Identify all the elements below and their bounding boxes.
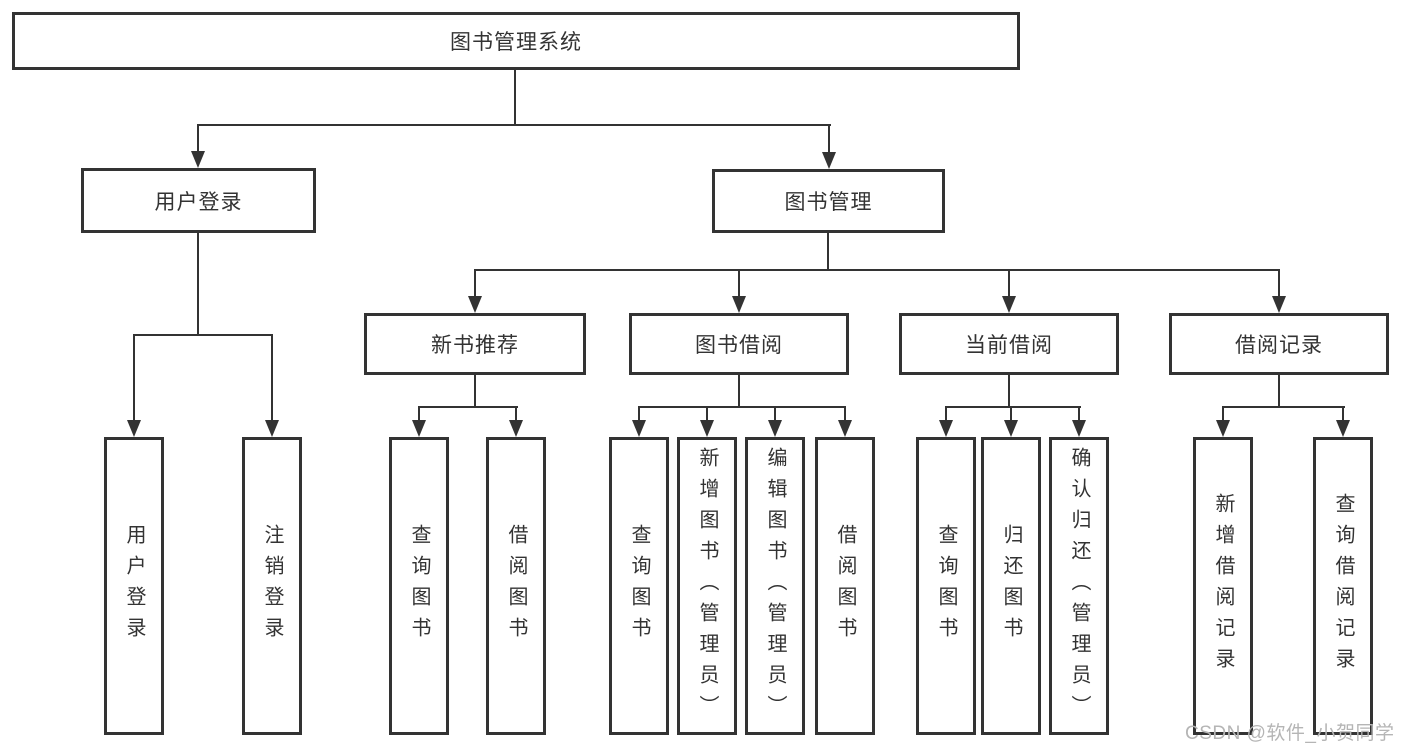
connector-line [197, 124, 199, 154]
connector-line [706, 406, 708, 422]
connector-line [1222, 406, 1224, 422]
node-root-label: 图书管理系统 [450, 31, 582, 54]
leaf-borrow-book-label: 借阅图书 [834, 524, 856, 648]
leaf-confirm-return-admin: 确认归还（管理员） [1049, 437, 1109, 735]
arrow-down-icon [1272, 296, 1286, 313]
leaf-add-borrow-record: 新增借阅记录 [1193, 437, 1253, 735]
arrow-down-icon [1336, 420, 1350, 437]
connector-line [945, 406, 1081, 408]
leaf-add-borrow-record-label: 新增借阅记录 [1212, 493, 1234, 679]
leaf-query-borrow-record: 查询借阅记录 [1313, 437, 1373, 735]
connector-line [774, 406, 776, 422]
connector-line [1008, 269, 1010, 298]
connector-line [844, 406, 846, 422]
arrow-down-icon [468, 296, 482, 313]
leaf-edit-book-admin: 编辑图书（管理员） [745, 437, 805, 735]
leaf-borrow-book-recommend-label: 借阅图书 [505, 524, 527, 648]
leaf-borrow-book-recommend: 借阅图书 [486, 437, 546, 735]
leaf-query-book-borrow: 查询图书 [609, 437, 669, 735]
connector-line [945, 406, 947, 422]
leaf-query-book-borrow-label: 查询图书 [628, 524, 650, 648]
connector-line [271, 334, 273, 422]
leaf-return-book: 归还图书 [981, 437, 1041, 735]
node-book-management-label: 图书管理 [784, 191, 873, 214]
leaf-query-book-current-label: 查询图书 [935, 524, 957, 648]
watermark: CSDN @软件_小贺同学 [1185, 723, 1395, 744]
connector-line [1008, 375, 1010, 408]
connector-line [474, 269, 476, 298]
arrow-down-icon [732, 296, 746, 313]
arrow-down-icon [768, 420, 782, 437]
connector-line [133, 334, 273, 336]
node-new-book-recommend: 新书推荐 [364, 313, 586, 375]
connector-line [474, 375, 476, 408]
node-new-book-recommend-label: 新书推荐 [431, 334, 519, 357]
connector-line [514, 69, 516, 126]
arrow-down-icon [838, 420, 852, 437]
leaf-user-login: 用户登录 [104, 437, 164, 735]
arrow-down-icon [191, 151, 205, 168]
node-borrow-record-label: 借阅记录 [1235, 334, 1323, 357]
arrow-down-icon [412, 420, 426, 437]
leaf-logout: 注销登录 [242, 437, 302, 735]
node-user-login: 用户登录 [81, 168, 316, 233]
leaf-add-book-admin-label: 新增图书（管理员） [696, 446, 718, 726]
connector-line [197, 124, 831, 126]
connector-line [827, 233, 829, 271]
connector-line [1278, 269, 1280, 298]
arrow-down-icon [265, 420, 279, 437]
node-user-login-label: 用户登录 [154, 190, 243, 214]
leaf-user-login-label: 用户登录 [123, 524, 145, 648]
leaf-add-book-admin: 新增图书（管理员） [677, 437, 737, 735]
node-book-borrow-label: 图书借阅 [695, 334, 783, 357]
node-root: 图书管理系统 [12, 12, 1020, 70]
connector-line [638, 406, 640, 422]
arrow-down-icon [939, 420, 953, 437]
arrow-down-icon [1004, 420, 1018, 437]
connector-line [197, 233, 199, 336]
leaf-query-book-recommend: 查询图书 [389, 437, 449, 735]
leaf-query-book-recommend-label: 查询图书 [408, 524, 430, 648]
connector-line [638, 406, 846, 408]
connector-line [1010, 406, 1012, 422]
connector-line [828, 124, 830, 154]
arrow-down-icon [1216, 420, 1230, 437]
leaf-query-book-current: 查询图书 [916, 437, 976, 735]
arrow-down-icon [632, 420, 646, 437]
connector-line [474, 269, 1280, 271]
arrow-down-icon [822, 152, 836, 169]
node-book-borrow: 图书借阅 [629, 313, 849, 375]
connector-line [1078, 406, 1080, 422]
arrow-down-icon [700, 420, 714, 437]
node-current-borrow: 当前借阅 [899, 313, 1119, 375]
connector-line [133, 334, 135, 422]
leaf-edit-book-admin-label: 编辑图书（管理员） [764, 446, 786, 726]
leaf-query-borrow-record-label: 查询借阅记录 [1332, 493, 1354, 679]
node-current-borrow-label: 当前借阅 [965, 334, 1053, 357]
node-book-management: 图书管理 [712, 169, 945, 233]
connector-line [1222, 406, 1345, 408]
leaf-confirm-return-admin-label: 确认归还（管理员） [1068, 446, 1090, 726]
connector-line [738, 269, 740, 298]
connector-line [418, 406, 420, 422]
arrow-down-icon [127, 420, 141, 437]
leaf-return-book-label: 归还图书 [1000, 524, 1022, 648]
connector-line [418, 406, 518, 408]
arrow-down-icon [1072, 420, 1086, 437]
connector-line [738, 375, 740, 408]
connector-line [1278, 375, 1280, 408]
connector-line [515, 406, 517, 422]
arrow-down-icon [1002, 296, 1016, 313]
leaf-borrow-book: 借阅图书 [815, 437, 875, 735]
node-borrow-record: 借阅记录 [1169, 313, 1389, 375]
connector-line [1342, 406, 1344, 422]
arrow-down-icon [509, 420, 523, 437]
leaf-logout-label: 注销登录 [261, 524, 283, 648]
